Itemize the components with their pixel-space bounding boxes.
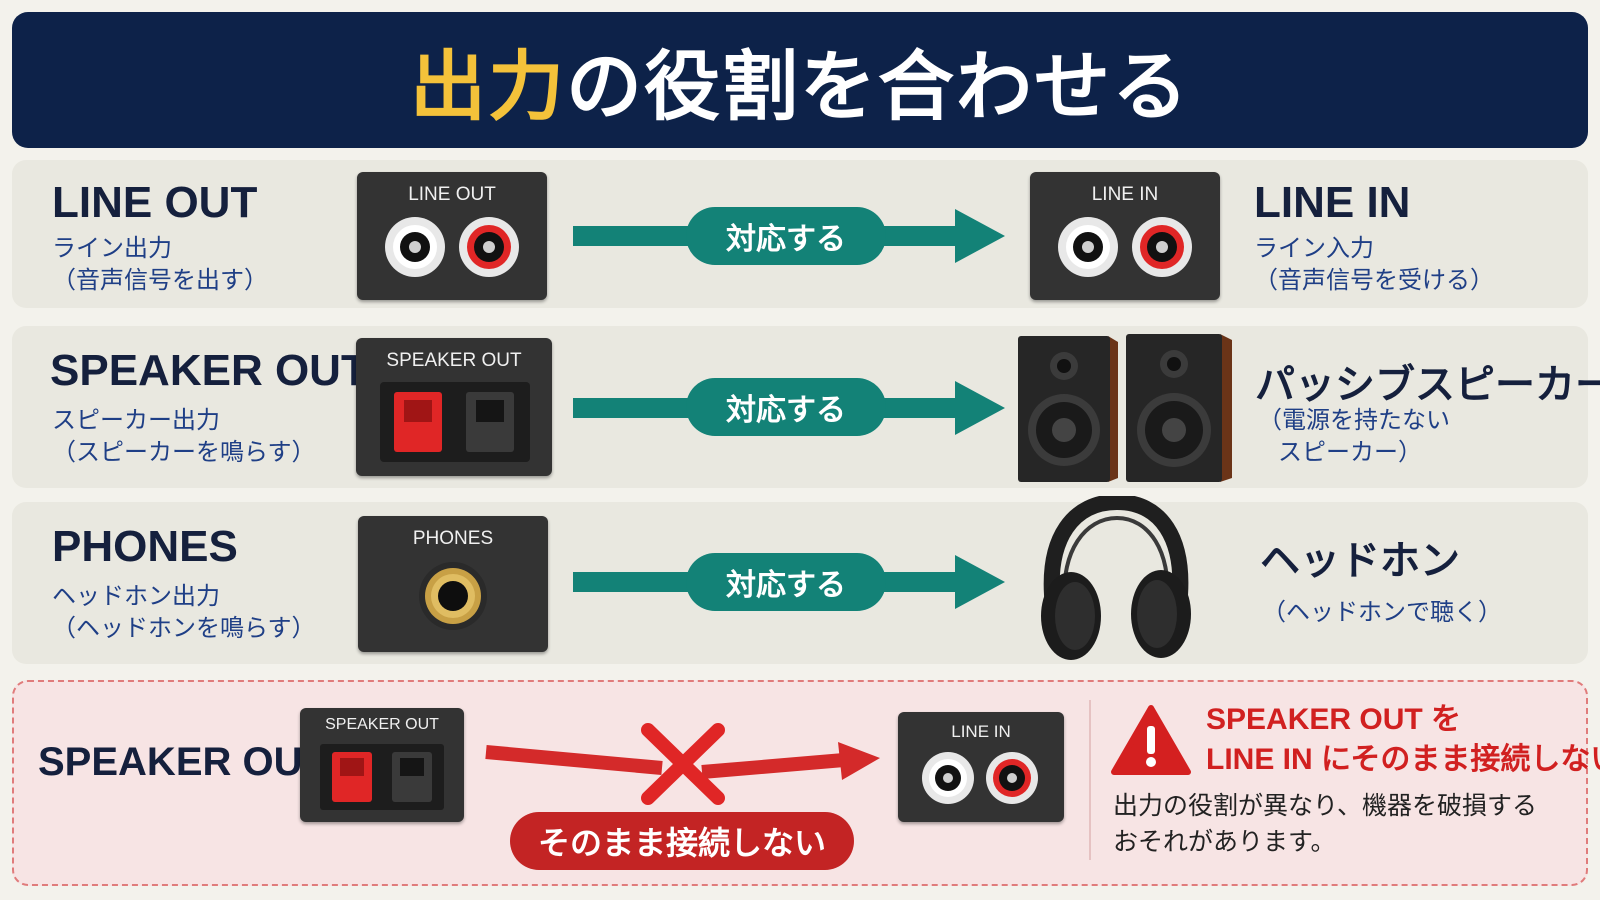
warning-line-in-panel-label: LINE IN: [951, 722, 1011, 741]
rca-jack-icon: [1058, 217, 1192, 277]
rca-jack-icon: [922, 752, 1038, 804]
row1-left-sub1: ライン出力: [52, 234, 172, 262]
title-highlight: 出力: [410, 42, 566, 131]
cross-mark-icon: [641, 723, 725, 805]
page-title: 出力の役割を合わせる: [410, 25, 1190, 135]
line-out-panel-label: LINE OUT: [408, 184, 496, 205]
bookshelf-speakers-icon: [1018, 334, 1232, 482]
row2-right-sub2: スピーカー）: [1278, 438, 1422, 466]
row3-arrow-label: 対応する: [686, 553, 886, 611]
speaker-out-panel-label: SPEAKER OUT: [386, 350, 522, 371]
line-in-panel-label: LINE IN: [1091, 184, 1159, 205]
row2-right-sub1: （電源を持たない: [1258, 406, 1450, 434]
row2-right-main: パッシブスピーカー: [1255, 362, 1600, 408]
row3-left-sub1: ヘッドホン出力: [52, 582, 220, 610]
line-out-panel: LINE OUT: [357, 172, 547, 300]
warning-triangle-icon: [1111, 705, 1191, 775]
warning-body: 出力の役割が異なり、機器を破損する おそれがあります。: [1113, 788, 1537, 860]
title-rest: の役割を合わせる: [566, 42, 1190, 131]
rca-jack-icon: [385, 217, 519, 277]
warning-pill: そのまま接続しない: [510, 812, 854, 870]
row2-left-sub2: （スピーカーを鳴らす）: [52, 438, 316, 466]
title-banner: 出力の役割を合わせる: [12, 12, 1588, 148]
row3-left-main: PHONES: [52, 522, 238, 571]
warning-body-line2: おそれがあります。: [1113, 827, 1336, 856]
warning-left-main: SPEAKER OUT: [38, 740, 327, 784]
speaker-out-panel: SPEAKER OUT: [356, 338, 552, 476]
row3-right-sub1: （ヘッドホンで聴く）: [1262, 598, 1502, 626]
row2-arrow-label: 対応する: [686, 378, 886, 436]
row1-left-main: LINE OUT: [52, 178, 258, 227]
warning-speaker-panel-label: SPEAKER OUT: [325, 716, 439, 733]
warning-head-line1: SPEAKER OUT を: [1206, 703, 1462, 736]
headphones-icon: [1041, 496, 1191, 660]
speaker-terminal-icon: [380, 382, 530, 462]
row3-left-sub2: （ヘッドホンを鳴らす）: [52, 614, 316, 642]
row2-left-main: SPEAKER OUT: [50, 346, 368, 395]
row1-left-sub2: （音声信号を出す）: [52, 266, 268, 294]
row2-left-sub1: スピーカー出力: [52, 406, 220, 434]
line-in-panel: LINE IN: [1030, 172, 1220, 300]
warning-head-line2: LINE IN にそのまま接続しない: [1206, 743, 1600, 776]
row1-right-sub1: ライン入力: [1254, 234, 1374, 262]
warning-heading: SPEAKER OUT を LINE IN にそのまま接続しない: [1206, 700, 1600, 780]
row1-right-main: LINE IN: [1254, 178, 1411, 227]
warning-body-line1: 出力の役割が異なり、機器を破損する: [1113, 791, 1538, 820]
phones-panel-label: PHONES: [412, 528, 494, 549]
speaker-terminal-icon: [320, 744, 444, 810]
blocked-arrow-icon: [485, 742, 880, 780]
warning-line-in-panel: LINE IN: [898, 712, 1064, 822]
warning-speaker-out-panel: SPEAKER OUT: [300, 708, 464, 822]
row1-right-sub2: （音声信号を受ける）: [1254, 266, 1494, 294]
warning-divider: [1089, 700, 1091, 860]
row1-arrow-label: 対応する: [686, 207, 886, 265]
phone-jack-icon: [419, 562, 487, 630]
phones-panel: PHONES: [358, 516, 548, 652]
row3-right-main: ヘッドホン: [1260, 538, 1460, 584]
